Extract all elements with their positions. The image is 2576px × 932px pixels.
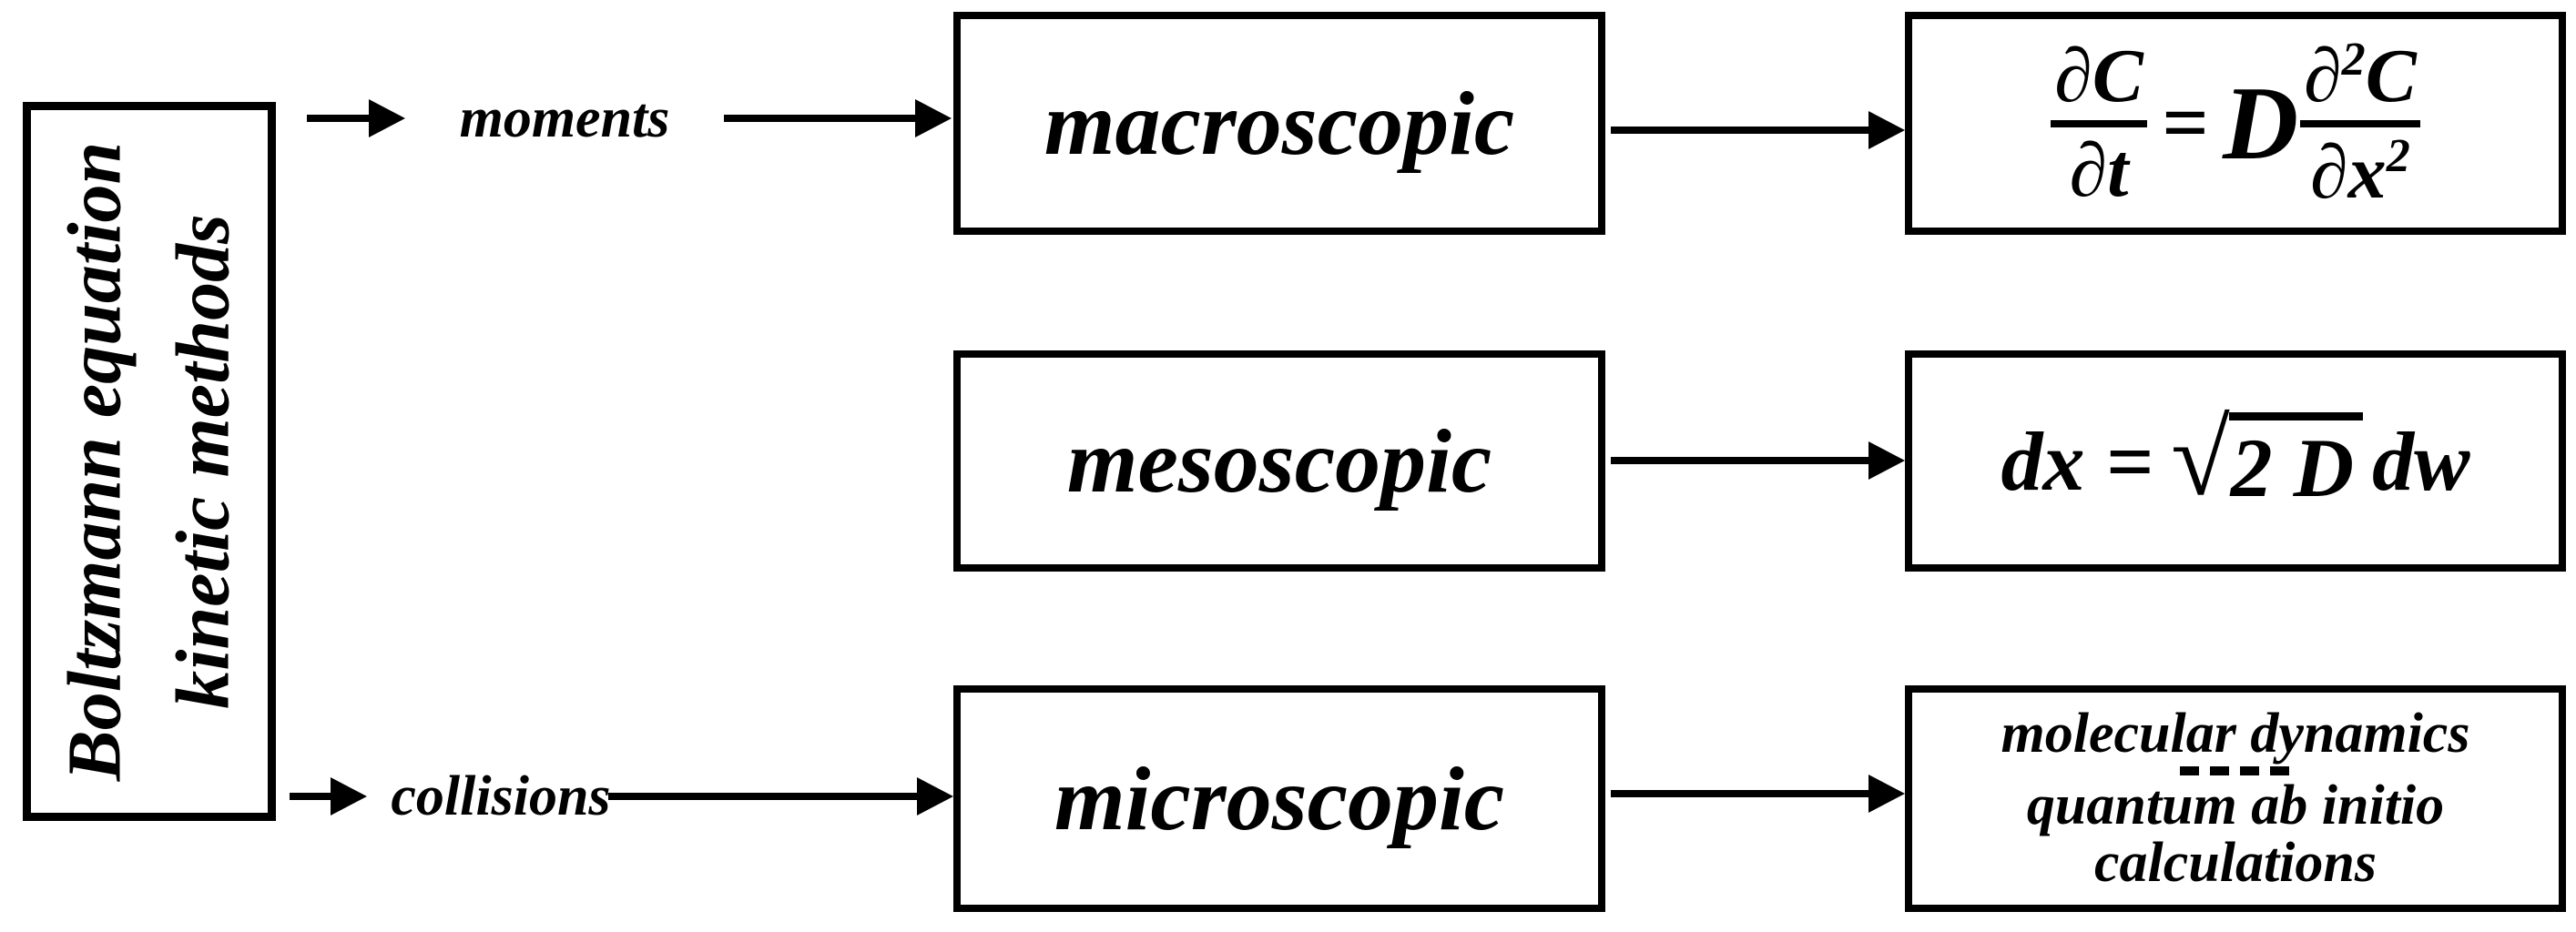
radicand: 2 D: [2228, 412, 2364, 510]
box-macroscopic-equation: ∂C ∂t = D ∂2C ∂x2: [1905, 12, 2566, 235]
pde-rhs-fraction: ∂2C ∂x2: [2300, 33, 2420, 211]
source-box-line1: Boltzmann equation: [52, 141, 137, 782]
box-mesoscopic: mesoscopic: [953, 350, 1605, 572]
branch-label-moments: moments: [459, 87, 670, 149]
pde-lhs-fraction: ∂C ∂t: [2051, 33, 2147, 213]
arrow-macroscopic-to-equation: [1611, 127, 1868, 134]
mesoscopic-label: mesoscopic: [1066, 410, 1492, 512]
langevin-equation: dx = √ 2 D dw: [2001, 400, 2470, 518]
box-macroscopic: macroscopic: [953, 12, 1605, 235]
fraction-bar: [2051, 119, 2147, 127]
pde-lhs-denominator: ∂t: [2069, 127, 2129, 213]
arrow-moments-to-macroscopic: [724, 115, 915, 122]
box-microscopic: microscopic: [953, 685, 1605, 912]
partial-symbol: ∂: [2304, 33, 2342, 118]
radical-sign: √: [2169, 400, 2229, 518]
methods-line3: calculations: [2093, 832, 2377, 895]
diffusion-pde-equation: ∂C ∂t = D ∂2C ∂x2: [2051, 33, 2420, 213]
langevin-tail: dw: [2372, 414, 2470, 508]
arrow-collisions-to-microscopic: [608, 793, 917, 800]
microscopic-methods-content: molecular dynamics quantum ab initio cal…: [1912, 702, 2559, 895]
langevin-lhs: dx =: [2001, 414, 2153, 508]
microscopic-label: microscopic: [1054, 747, 1505, 849]
pde-rhs-den-base: ∂x: [2310, 129, 2387, 215]
box-microscopic-methods: molecular dynamics quantum ab initio cal…: [1905, 685, 2566, 912]
pde-rhs-denominator: ∂x2: [2306, 129, 2414, 211]
methods-line1: molecular dynamics: [2001, 702, 2470, 765]
dashed-separator: [2180, 765, 2291, 775]
arrow-source-to-moments: [307, 115, 369, 122]
diffusion-coefficient-symbol: D: [2223, 66, 2299, 181]
pde-lhs-numerator: ∂C: [2054, 33, 2143, 118]
arrow-source-to-collisions: [290, 793, 331, 800]
arrow-mesoscopic-to-equation: [1611, 457, 1868, 464]
fraction-bar: [2300, 119, 2420, 127]
pde-rhs-num-variable: C: [2365, 33, 2417, 118]
radical-group: √ 2 D: [2169, 400, 2364, 518]
macroscopic-label: macroscopic: [1044, 72, 1515, 174]
arrow-microscopic-to-methods: [1611, 790, 1868, 797]
pde-equals-sign: =: [2161, 77, 2209, 168]
source-box-boltzmann: Boltzmann equation kinetic methods: [23, 102, 276, 821]
box-mesoscopic-equation: dx = √ 2 D dw: [1905, 350, 2566, 572]
branch-label-collisions: collisions: [391, 765, 611, 827]
source-box-line2: kinetic methods: [161, 214, 246, 709]
pde-rhs-den-superscript: 2: [2386, 129, 2410, 182]
methods-line2: quantum ab initio: [2026, 774, 2445, 836]
source-box-rotated-label: Boltzmann equation kinetic methods: [41, 142, 259, 782]
pde-rhs-numerator: ∂2C: [2300, 33, 2420, 118]
pde-rhs-num-superscript: 2: [2341, 33, 2366, 86]
